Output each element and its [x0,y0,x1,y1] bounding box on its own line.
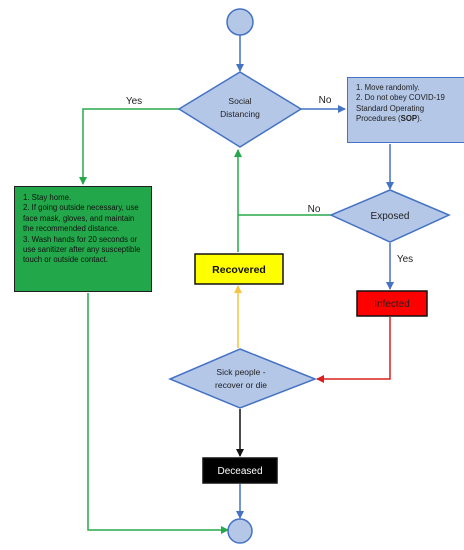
sop-abbreviation: SOP [400,114,418,124]
deceased-label: Deceased [217,466,262,477]
distancing-action-line: touch or outside contact. [23,255,108,265]
distancing-action-line: the recommended distance. [23,224,120,234]
edge-label-distancing-no: No [319,95,332,106]
sick-decision [168,348,318,409]
social-distancing-decision [177,71,303,148]
sop-suffix: ). [417,114,422,124]
sick-label-line2: recover or die [215,380,267,390]
social-distancing-label-line1: Social [228,96,251,106]
deceased-box [202,457,278,484]
sick-label-line1: Sick people - [216,367,265,377]
no-distancing-action-item: 2. Do not obey COVID-19 [356,93,445,103]
no-distancing-actions-box: 1. Move randomly. 2. Do not obey COVID-1… [347,77,464,143]
distancing-action-line: 3. Wash hands for 20 seconds or [23,234,138,244]
exposed-label: Exposed [371,211,410,222]
no-distancing-actions-list: 1. Move randomly. 2. Do not obey COVID-1… [356,83,460,125]
edge-label-exposed-yes: Yes [397,254,413,265]
distancing-action-line: 2. If going outside necessary, use [23,203,139,213]
infected-box [356,290,428,317]
edge-distancing-yes [79,108,179,185]
no-distancing-action-item: 1. Move randomly. [356,83,420,92]
no-distancing-action-item-last: Procedures (SOP). [356,114,460,124]
recovered-box [194,253,284,285]
edge-stayhome-to-end [87,293,229,534]
edge-label-exposed-no: No [308,204,321,215]
distancing-actions-list: 1. Stay home. 2. If going outside necess… [23,193,147,266]
exposed-decision [329,189,451,243]
distancing-action-line: 1. Stay home. [23,193,72,202]
edge-label-distancing-yes: Yes [126,96,142,107]
infected-label: Infected [374,299,410,310]
end-node [227,518,253,544]
distancing-action-line: use sanitizer after any susceptible [23,245,141,255]
edge-infected-to-sick [316,317,391,383]
sop-prefix: Procedures ( [356,114,401,124]
recovered-label: Recovered [212,264,266,276]
start-node [226,8,254,36]
distancing-action-line: face mask, gloves, and maintain [23,213,135,223]
distancing-actions-box: 1. Stay home. 2. If going outside necess… [14,186,152,292]
no-distancing-action-item: Standard Operating [356,103,425,113]
social-distancing-label-line2: Distancing [220,109,260,119]
